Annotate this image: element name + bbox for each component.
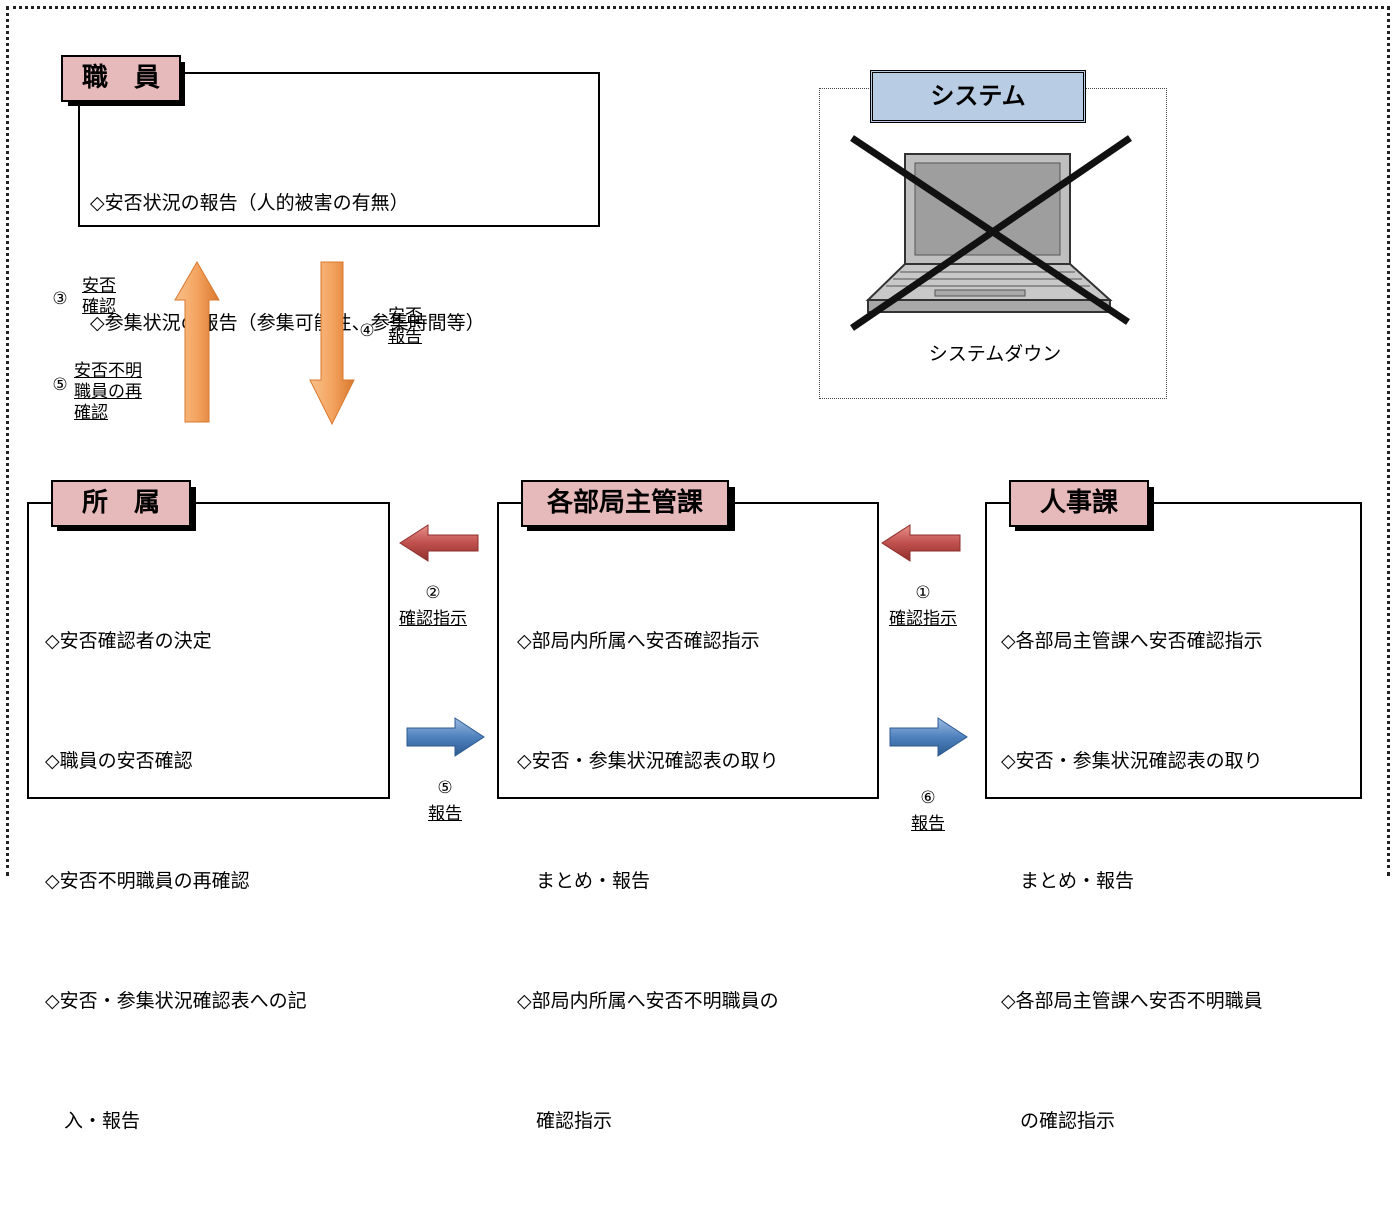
label-5up-line-1: 安否不明 [74,361,142,381]
label-4-line-2: 報告 [388,327,422,347]
dept-line-5: 確認指示 [517,1110,613,1132]
dept-line-3: まとめ・報告 [517,870,651,892]
affiliation-line-1: ◇安否確認者の決定 [45,630,212,652]
dept-line-4: ◇部局内所属へ安否不明職員の [517,990,779,1012]
dept-tag: 各部局主管課 [521,480,729,527]
label-3-num: ③ [52,289,68,309]
label-4-num: ④ [359,321,375,341]
label-3-line-2: 確認 [82,297,116,317]
hr-line-3: まとめ・報告 [1001,870,1135,892]
label-6-text: 報告 [911,814,945,834]
label-5up-line-2: 職員の再 [74,382,142,402]
dept-line-1: ◇部局内所属へ安否確認指示 [517,630,760,652]
label-5-num: ⑤ [437,778,453,798]
label-4-line-1: 安否 [388,306,422,326]
dept-line-2: ◇安否・参集状況確認表の取り [517,750,779,772]
label-2-text: 確認指示 [399,609,467,629]
up-arrow [174,261,220,423]
label-2: ② 確認指示 [398,583,468,630]
staff-line-1: ◇安否状況の報告（人的被害の有無） [90,192,409,214]
down-arrow [309,261,355,426]
hr-line-1: ◇各部局主管課へ安否確認指示 [1001,630,1263,652]
system-tag: システム [870,70,1086,123]
label-5up-num: ⑤ [52,375,68,395]
affiliation-tag: 所 属 [51,480,191,527]
affiliation-line-4: ◇安否・参集状況確認表への記 [45,990,307,1012]
left-arrow-2 [399,524,479,562]
laptop-icon [865,153,1113,313]
system-caption: システムダウン [928,343,1062,365]
diagram-graphics [174,135,1132,757]
hr-line-4: ◇各部局主管課へ安否不明職員 [1001,990,1263,1012]
left-arrow-1 [881,524,961,562]
hr-line-5: の確認指示 [1001,1110,1116,1132]
label-5up-line-3: 確認 [74,403,108,423]
label-6-num: ⑥ [920,788,936,808]
hr-line-2: ◇安否・参集状況確認表の取り [1001,750,1263,772]
label-3-line-1: 安否 [82,276,116,296]
label-2-num: ② [425,583,441,603]
label-1: ① 確認指示 [880,583,966,630]
label-3-text: 安否 確認 [82,276,116,318]
staff-tag: 職 員 [61,55,181,102]
label-6: ⑥ 報告 [893,788,963,835]
affiliation-line-5: 入・報告 [45,1110,141,1132]
affiliation-line-3: ◇安否不明職員の再確認 [45,870,250,892]
affiliation-line-2: ◇職員の安否確認 [45,750,193,772]
label-5: ⑤ 報告 [410,778,480,825]
right-arrow-5 [406,717,485,757]
label-1-num: ① [915,583,931,603]
outer-dotted-frame [6,6,1390,876]
right-arrow-6 [889,717,968,757]
hr-tag: 人事課 [1009,480,1149,527]
label-1-text: 確認指示 [889,609,957,629]
label-4-text: 安否 報告 [388,306,422,348]
label-5-text: 報告 [428,804,462,824]
system-down-cross-icon [850,135,1132,331]
label-5up-text: 安否不明 職員の再 確認 [74,361,142,424]
